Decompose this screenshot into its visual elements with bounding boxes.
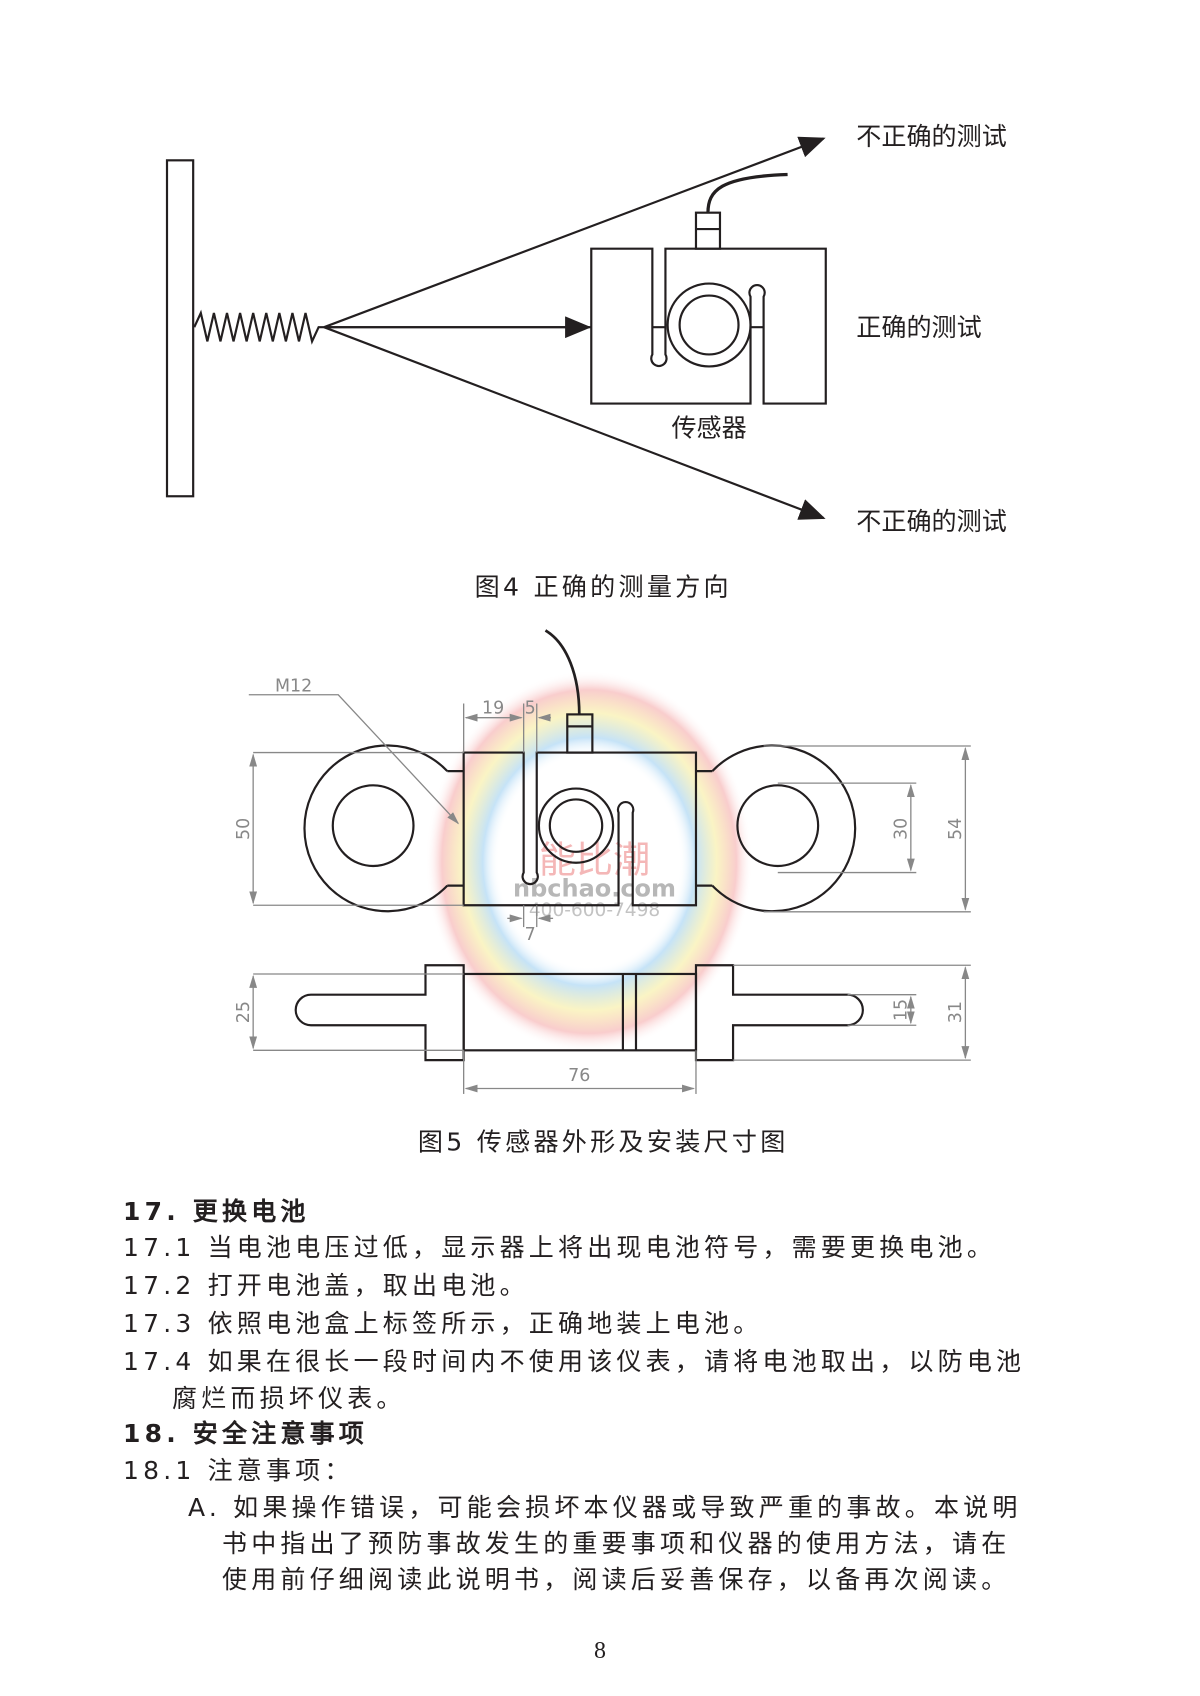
para-17-4: 17.4 如果在很长一段时间内不使用该仪表，请将电池取出，以防电池 [123,1347,1026,1376]
figure-5 [248,629,971,1094]
sensor-drawing [590,172,827,405]
dim-5: 5 [525,698,536,718]
sensor-label: 传感器 [671,413,746,442]
page-number: 8 [594,1638,606,1664]
figure-4 [165,136,827,520]
para-18-a-line1: A. 如果操作错误，可能会损坏本仪器或导致严重的事故。本说明 [188,1493,1022,1522]
para-17-1: 17.1 当电池电压过低，显示器上将出现电池符号，需要更换电池。 [123,1233,997,1262]
dimension-lines [248,694,971,1094]
figure-5-caption: 图5 传感器外形及安装尺寸图 [418,1128,789,1157]
wall [165,159,195,498]
label-correct: 正确的测试 [856,313,981,342]
dim-m12: M12 [275,676,312,696]
dim-50: 50 [234,818,254,840]
label-incorrect-bottom: 不正确的测试 [856,507,1006,536]
dim-54: 54 [946,818,966,840]
para-18-a-line2: 书中指出了预防事故发生的重要事项和仪器的使用方法，请在 [222,1529,1011,1558]
para-17-3: 17.3 依照电池盒上标签所示，正确地装上电池。 [123,1309,763,1338]
para-17-2: 17.2 打开电池盖，取出电池。 [123,1271,529,1300]
dim-7: 7 [525,925,536,945]
svg-text:nbchao.com: nbchao.com [513,875,676,903]
dim-76: 76 [568,1066,590,1086]
watermark: 能比潮 nbchao.com 400-600-7498 [425,670,753,1053]
para-18-a-line3: 使用前仔细阅读此说明书，阅读后妥善保存，以备再次阅读。 [222,1565,1011,1594]
para-18-1: 18.1 注意事项： [123,1456,354,1485]
label-incorrect-top: 不正确的测试 [856,122,1006,151]
arrow-incorrect-bottom [323,326,826,520]
dim-15: 15 [891,999,911,1021]
section-17-title: 17. 更换电池 [123,1197,310,1226]
arrow-incorrect-top [323,136,826,329]
para-17-4-cont: 腐烂而损坏仪表。 [172,1384,406,1413]
spring [193,309,325,345]
dim-30: 30 [891,818,911,840]
top-view [303,629,857,913]
figure-4-caption: 图4 正确的测量方向 [475,573,732,602]
dim-19: 19 [482,698,504,718]
section-18-title: 18. 安全注意事项 [123,1419,368,1448]
dim-31: 31 [946,1001,966,1023]
dim-25: 25 [234,1001,254,1023]
